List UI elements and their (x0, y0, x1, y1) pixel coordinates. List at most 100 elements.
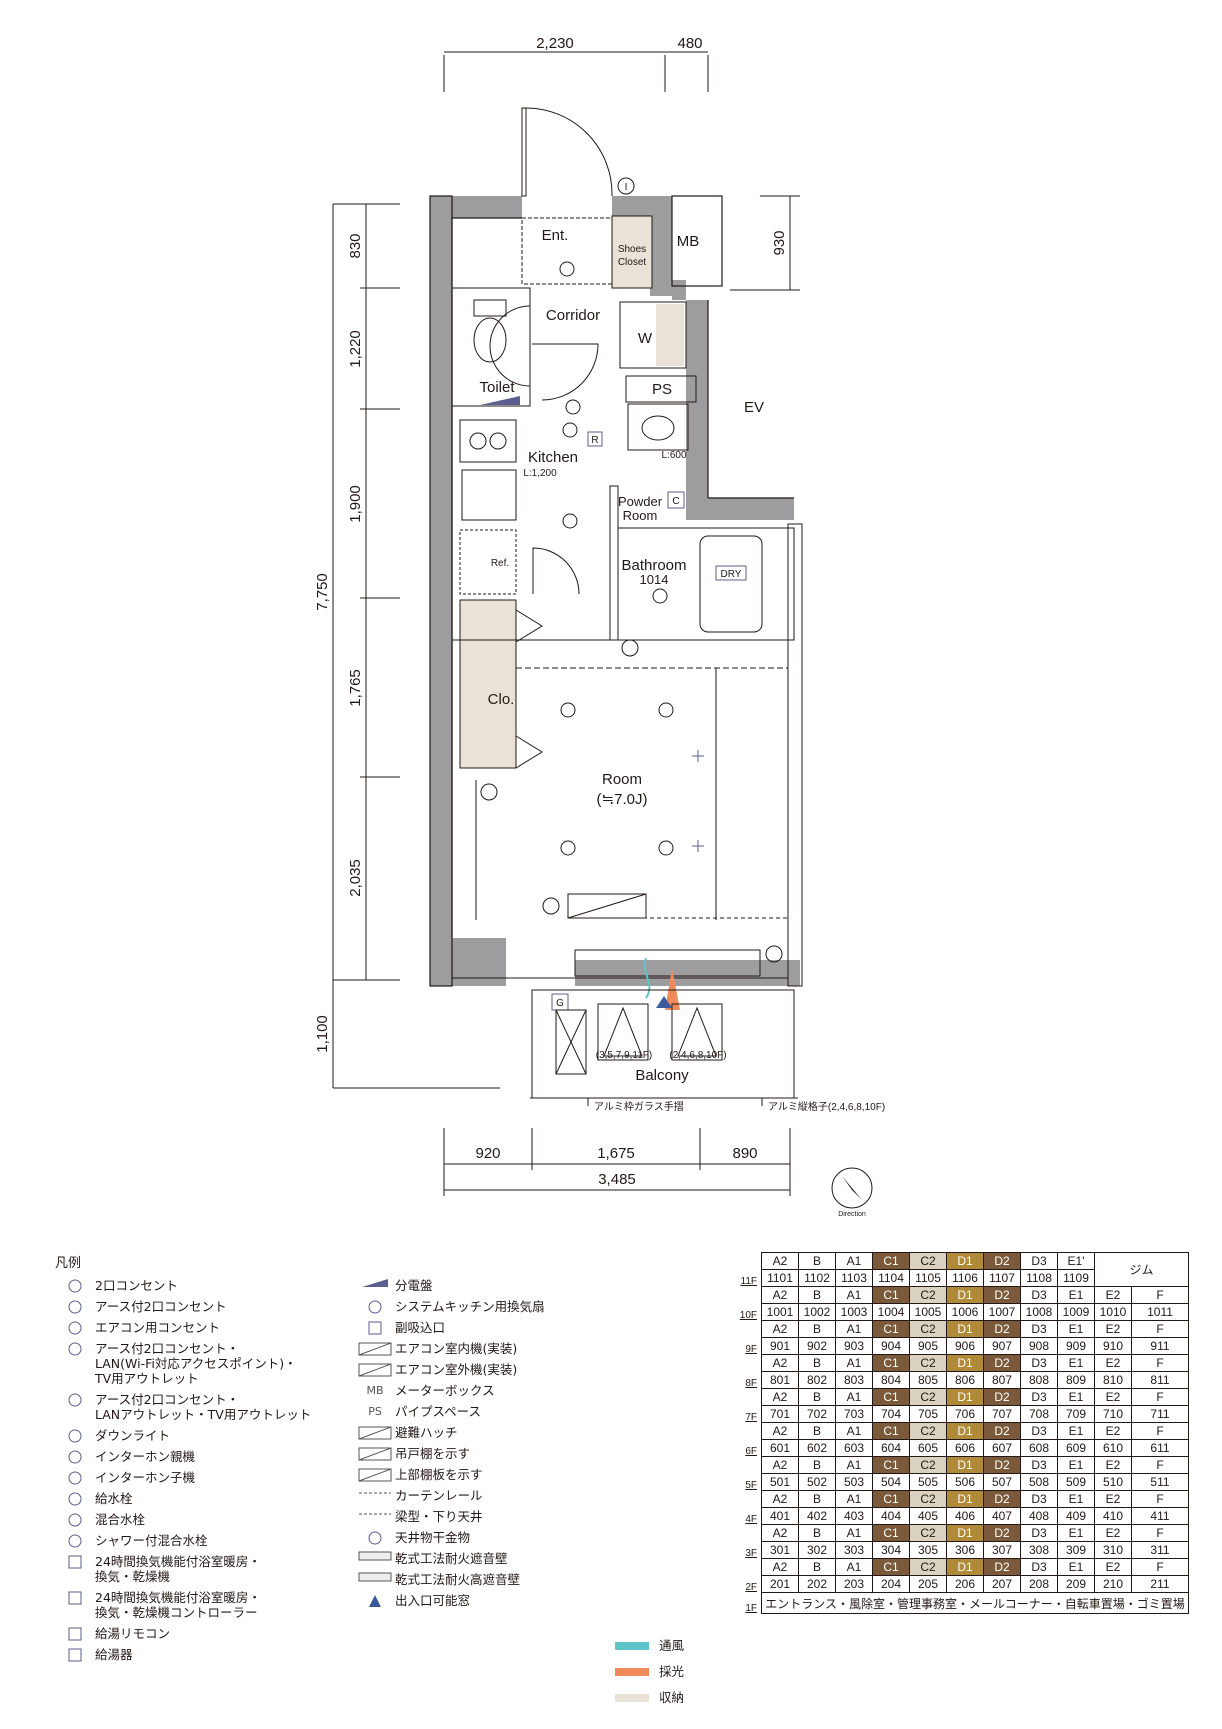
unit-number: 204 (872, 1575, 910, 1593)
closet (459, 599, 517, 769)
corridor-door (532, 343, 599, 401)
refrigerator-space (459, 529, 517, 595)
floor-label: 10F (739, 1309, 757, 1321)
remote-icon (587, 431, 603, 447)
unit-number: 503 (835, 1473, 873, 1491)
downlight-icon (559, 261, 575, 277)
unit-number: 411 (1131, 1507, 1189, 1525)
legend-item: エアコン用コンセント (55, 1320, 220, 1336)
label-kitchen-len: L:1,200 (523, 468, 557, 479)
unit-number: 1104 (872, 1269, 910, 1287)
unit-number: 807 (983, 1371, 1021, 1389)
hanging-shelf-icon (355, 1446, 395, 1462)
unit-type: A1 (835, 1354, 873, 1372)
label-l600: L:600 (661, 450, 686, 461)
color-label: 採光 (659, 1664, 685, 1679)
unit-type: F (1131, 1524, 1189, 1542)
floor-label-spacer (731, 1253, 762, 1270)
dim-bottom-total: 3,485 (598, 1171, 636, 1188)
unit-type: D1 (946, 1320, 984, 1338)
ventilation-icon (643, 957, 651, 999)
unit-type: A2 (761, 1252, 799, 1270)
unit-number: 607 (983, 1439, 1021, 1457)
dim-bottom-1: 920 (475, 1145, 500, 1162)
floor-label: 11F (740, 1275, 758, 1287)
legend-item: アース付2口コンセント・ LANアウトレット・TV用アウトレット (55, 1392, 311, 1422)
unit-type: B (798, 1456, 836, 1474)
unit-type: D1 (946, 1558, 984, 1576)
floor-label-spacer (731, 1525, 762, 1542)
unit-number: 1108 (1020, 1269, 1058, 1287)
legend-item-label: 天井物干金物 (395, 1530, 471, 1545)
unit-number: 1103 (835, 1269, 873, 1287)
unit-number: 205 (909, 1575, 947, 1593)
unit-number: 301 (761, 1541, 799, 1559)
unit-type: A2 (761, 1320, 799, 1338)
unit-number: 610 (1094, 1439, 1132, 1457)
unit-type: E1 (1057, 1456, 1095, 1474)
legend-item: アース付2口コンセント・ LAN(Wi-Fi対応アクセスポイント)・ TV用アウ… (55, 1341, 297, 1386)
intercom-sub-icon (55, 1470, 95, 1486)
legend-item-label: 梁型・下り天井 (395, 1509, 483, 1524)
unit-type: A2 (761, 1286, 799, 1304)
unit-type: D2 (983, 1558, 1021, 1576)
label-bathroom: Bathroom (621, 557, 686, 574)
dim-bottom-3: 890 (732, 1145, 757, 1162)
floor-label: 9F (745, 1343, 757, 1355)
unit-number: 707 (983, 1405, 1021, 1423)
unit-type: A2 (761, 1422, 799, 1440)
ground-floor-cell: エントランス・風除室・管理事務室・メールコーナー・自転車置場・ゴミ置場 (761, 1592, 1189, 1614)
unit-type: C2 (909, 1388, 947, 1406)
unit-type: E2 (1094, 1286, 1132, 1304)
legend-item: インターホン子機 (55, 1470, 195, 1486)
legend-item-label: 乾式工法耐火高遮音壁 (395, 1572, 521, 1587)
unit-number: 1105 (909, 1269, 947, 1287)
legend-item: カーテンレール (355, 1488, 483, 1503)
unit-type: B (798, 1388, 836, 1406)
unit-type: C1 (872, 1422, 910, 1440)
unit-type: D2 (983, 1388, 1021, 1406)
unit-type: C1 (872, 1354, 910, 1372)
unit-type: D2 (983, 1490, 1021, 1508)
unit-number: 402 (798, 1507, 836, 1525)
floor-label-spacer (731, 1491, 762, 1508)
legend-color-item: 収納 (615, 1690, 684, 1705)
dim-left-5: 2,035 (347, 859, 364, 897)
dryer-controller-icon (667, 491, 685, 509)
unit-type: E1 (1057, 1354, 1095, 1372)
unit-type: A1 (835, 1524, 873, 1542)
legend-item-label: 避難ハッチ (395, 1425, 458, 1440)
legend-item-label: 乾式工法耐火遮音壁 (395, 1551, 508, 1566)
unit-type: D3 (1020, 1388, 1058, 1406)
unit-type: C1 (872, 1490, 910, 1508)
unit-number: 403 (835, 1507, 873, 1525)
legend-item-label: 副吸込口 (395, 1320, 446, 1335)
window-icon (355, 1593, 395, 1609)
legend-item: インターホン親機 (55, 1449, 195, 1465)
dryer-icon (55, 1554, 95, 1570)
unit-type: A1 (835, 1422, 873, 1440)
unit-number: 705 (909, 1405, 947, 1423)
panel-icon (355, 1278, 395, 1288)
unit-type: E2 (1094, 1354, 1132, 1372)
unit-type: B (798, 1286, 836, 1304)
unit-number: 609 (1057, 1439, 1095, 1457)
floor-label: 6F (745, 1445, 757, 1457)
unit-number: 502 (798, 1473, 836, 1491)
label-room-size: (≒7.0J) (597, 791, 648, 808)
unit-number: 1005 (909, 1303, 947, 1321)
unit-number: 508 (1020, 1473, 1058, 1491)
unit-number: 203 (835, 1575, 873, 1593)
legend-item-label: 分電盤 (395, 1278, 433, 1293)
dim-left-1: 830 (347, 233, 364, 258)
note-rail: アルミ枠ガラス手摺 (594, 1100, 684, 1113)
label-bath-code: 1014 (640, 572, 669, 587)
legend-item: 乾式工法耐火遮音壁 (355, 1551, 508, 1566)
unit-number: 902 (798, 1337, 836, 1355)
label-ev: EV (744, 399, 764, 416)
legend-item: 2口コンセント (55, 1278, 178, 1294)
legend-item: 分電盤 (355, 1278, 433, 1293)
floor-label-spacer (731, 1321, 762, 1338)
legend-item-label: インターホン子機 (95, 1470, 196, 1485)
legend-item-label: 24時間換気機能付浴室暖房・ 換気・乾燥機 (95, 1554, 261, 1584)
